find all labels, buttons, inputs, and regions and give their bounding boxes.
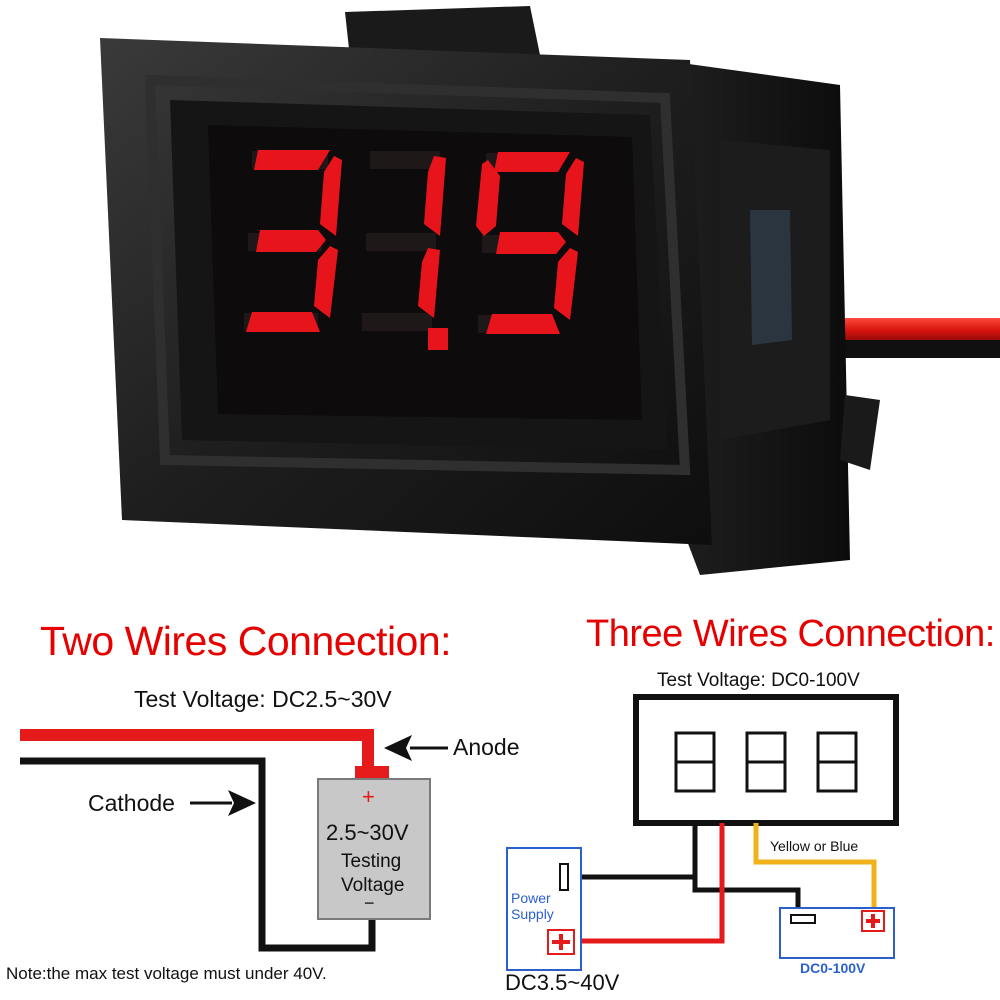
three-wire-red-wire	[580, 823, 725, 944]
meter-digit-boxes	[674, 731, 858, 793]
digit-9	[476, 152, 584, 334]
three-wire-title: Three Wires Connection:	[586, 613, 995, 655]
side-connector	[750, 210, 792, 345]
battery	[317, 778, 431, 920]
battery-testing-label: Testing	[341, 851, 402, 872]
battery-voltage-label: Voltage	[341, 875, 405, 896]
two-wire-black-wire	[20, 757, 376, 952]
power-supply-label-line1: Power	[511, 890, 551, 906]
two-wire-test-voltage: Test Voltage: DC2.5~30V	[134, 686, 392, 712]
digit-3	[246, 150, 342, 332]
power-supply-label-line2: Supply	[511, 906, 554, 922]
meter-outline	[633, 694, 899, 826]
three-wire-black-wire	[565, 823, 698, 880]
supply-range-label: DC3.5~40V	[505, 970, 620, 995]
three-wire-test-voltage: Test Voltage: DC0-100V	[657, 670, 860, 691]
top-clip	[345, 6, 540, 58]
two-wire-red-wire	[20, 729, 374, 772]
measured-range-label: DC0-100V	[800, 960, 866, 976]
supply-minus-terminal	[559, 863, 569, 891]
yellow-wire-label: Yellow or Blue	[770, 838, 859, 854]
supply-plus-terminal	[547, 929, 575, 955]
red-wire	[820, 318, 1000, 342]
black-wire	[820, 340, 1000, 358]
cathode-arrow	[228, 790, 256, 816]
battery-plus-sign: +	[362, 784, 375, 809]
two-wire-title: Two Wires Connection:	[40, 618, 452, 664]
source-plus-terminal	[861, 910, 885, 932]
digit-1	[418, 156, 446, 318]
battery-terminal	[355, 766, 389, 780]
anode-arrow	[384, 735, 412, 761]
battery-minus-sign: −	[364, 893, 375, 913]
source-minus-terminal	[790, 914, 816, 924]
yellow-wire	[753, 823, 877, 910]
cathode-label: Cathode	[88, 790, 175, 816]
note-text: Note:the max test voltage must under 40V…	[6, 964, 327, 983]
battery-voltage-range: 2.5~30V	[326, 820, 409, 845]
anode-label: Anode	[453, 734, 520, 760]
decimal-point	[428, 328, 448, 350]
